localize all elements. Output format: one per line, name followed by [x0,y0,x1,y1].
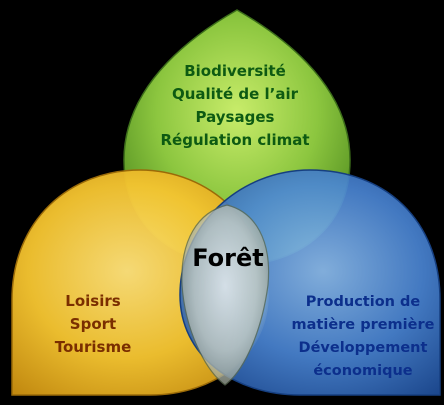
center-label: Forêt [192,244,264,272]
top-petal-line: Paysages [196,108,275,126]
left-petal-line: Loisirs [65,292,120,310]
top-petal-line: Biodiversité [184,62,286,80]
right-petal-line: Production de [306,294,421,310]
right-petal-line: économique [313,363,412,379]
left-petal-line: Sport [70,315,116,333]
top-petal-line: Qualité de l’air [172,85,299,103]
right-petal-line: matière première [292,317,435,333]
center-overlap [181,204,270,386]
right-petal-line: Développement [299,340,428,356]
left-petal-line: Tourisme [55,338,132,356]
top-petal-line: Régulation climat [160,131,309,149]
